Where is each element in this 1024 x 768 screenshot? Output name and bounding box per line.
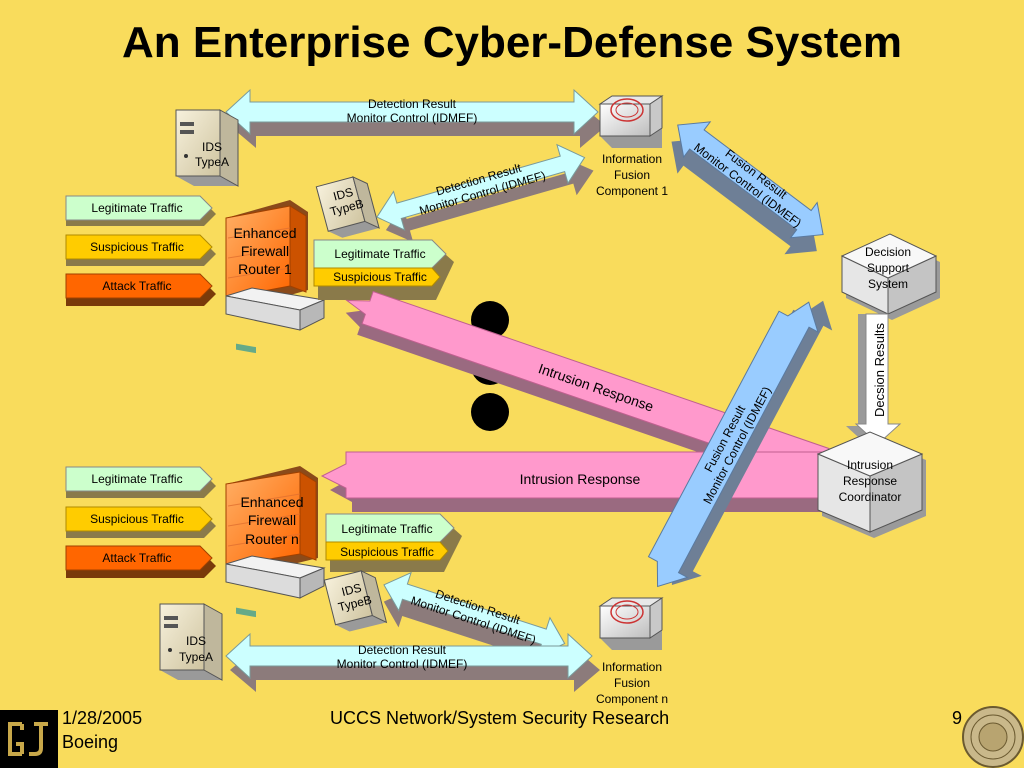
coordinator-label-1: Intrusion xyxy=(847,458,893,472)
seal-icon xyxy=(962,706,1024,768)
decision-label-3: System xyxy=(868,277,908,291)
traffic-out-suspicious-top: Suspicious Traffic xyxy=(313,267,441,287)
traffic-suspicious-top-label: Suspicious Traffic xyxy=(90,240,184,254)
traffic-out-suspicious-bottom-label: Suspicious Traffic xyxy=(340,545,434,559)
router-n-label-3: Router n xyxy=(245,531,299,547)
traffic-suspicious-bottom-label: Suspicious Traffic xyxy=(90,512,184,526)
detection-arrow-top-b: Detection Result Monitor Control (IDMEF) xyxy=(376,143,594,243)
traffic-in-top: Legitimate Traffic Suspicious Traffic At… xyxy=(65,195,216,306)
traffic-legit-top-label: Legitimate Traffic xyxy=(91,201,182,215)
intrusion-response-coordinator: Intrusion Response Coordinator xyxy=(816,431,926,538)
detection-arrow-top-a-line1: Detection Result xyxy=(368,97,457,111)
traffic-out-suspicious-bottom: Suspicious Traffic xyxy=(325,541,449,561)
traffic-attack-bottom-label: Attack Traffic xyxy=(102,551,171,565)
ids-typea-server-bottom: IDS TypeA xyxy=(159,603,223,681)
footer-center: UCCS Network/System Security Research xyxy=(330,708,670,728)
traffic-out-bottom: Legitimate Traffic Suspicious Traffic xyxy=(325,513,462,572)
router-1-label-3: Router 1 xyxy=(238,261,292,277)
ids-typea-bottom-label-2: TypeA xyxy=(179,650,213,664)
logo-icon xyxy=(0,710,58,768)
router-1-label-2: Firewall xyxy=(241,243,289,259)
ids-typea-bottom-label-1: IDS xyxy=(186,634,206,648)
ids-typeb-top-label-1: IDS xyxy=(332,185,355,204)
traffic-in-bottom: Legitimate Traffic Suspicious Traffic At… xyxy=(65,466,216,578)
coordinator-label-3: Coordinator xyxy=(839,490,902,504)
fusion-component-1: Information Fusion Component 1 xyxy=(596,95,668,198)
intrusion-response-arrow-2: Intrusion Response xyxy=(320,451,832,512)
decision-results-arrow: Decsion Results xyxy=(846,313,902,446)
fusion-component-n: Information Fusion Component n xyxy=(596,597,668,706)
traffic-out-legit-top: Legitimate Traffic xyxy=(313,239,447,269)
traffic-out-legit-top-label: Legitimate Traffic xyxy=(334,247,425,261)
traffic-legit-bottom: Legitimate Traffic xyxy=(65,466,216,498)
detection-arrow-top-a: Detection Result Monitor Control (IDMEF) xyxy=(225,88,606,148)
detection-arrow-top-a-line2: Monitor Control (IDMEF) xyxy=(347,111,478,125)
fusion-1-label-1: Information xyxy=(602,152,662,166)
traffic-attack-top-label: Attack Traffic xyxy=(102,279,171,293)
traffic-legit-bottom-label: Legitimate Traffic xyxy=(91,472,182,486)
firewall-icon xyxy=(227,227,291,279)
firewall-router-1: Enhanced Firewall Router 1 xyxy=(225,200,326,354)
footer-org: Boeing xyxy=(62,732,119,752)
router-icon xyxy=(225,287,326,354)
traffic-suspicious-bottom: Suspicious Traffic xyxy=(65,506,216,538)
decision-support-system: Decision Support System xyxy=(840,233,940,320)
fusion-n-label-2: Fusion xyxy=(614,676,650,690)
ids-typeb-top: IDS TypeB xyxy=(315,176,380,238)
traffic-legit-top: Legitimate Traffic xyxy=(65,195,216,226)
decision-results-label: Decsion Results xyxy=(872,323,887,417)
traffic-attack-bottom: Attack Traffic xyxy=(65,545,216,578)
page-title: An Enterprise Cyber-Defense System xyxy=(121,18,903,67)
detection-arrow-bottom-a-line1: Detection Result xyxy=(358,643,447,657)
ids-typea-top-label-1: IDS xyxy=(202,140,222,154)
traffic-out-suspicious-top-label: Suspicious Traffic xyxy=(333,270,427,284)
intrusion-response-2-label: Intrusion Response xyxy=(520,471,641,487)
fusion-n-label-3: Component n xyxy=(596,692,668,706)
footer-page: 9 xyxy=(952,708,963,728)
fusion-arrow-top-line2: Monitor Control (IDMEF) xyxy=(691,140,804,230)
firewall-icon xyxy=(227,493,301,547)
fusion-1-label-2: Fusion xyxy=(614,168,650,182)
traffic-out-legit-bottom-label: Legitimate Traffic xyxy=(341,522,432,536)
traffic-out-legit-bottom: Legitimate Traffic xyxy=(325,513,455,543)
coordinator-label-2: Response xyxy=(843,474,897,488)
router-icon xyxy=(225,555,326,618)
ids-typea-top-label-2: TypeA xyxy=(195,155,229,169)
traffic-out-top: Legitimate Traffic Suspicious Traffic xyxy=(313,239,454,300)
router-n-label-1: Enhanced xyxy=(240,494,303,510)
traffic-attack-top: Attack Traffic xyxy=(65,273,216,306)
ids-typeb-bottom: IDS TypeB xyxy=(323,569,388,632)
ids-typea-server-top: IDS TypeA xyxy=(175,109,239,187)
traffic-suspicious-top: Suspicious Traffic xyxy=(65,234,216,266)
decision-label-1: Decision xyxy=(865,245,911,259)
footer-date: 1/28/2005 xyxy=(62,708,143,728)
router-1-label-1: Enhanced xyxy=(233,225,296,241)
fusion-n-label-1: Information xyxy=(602,660,662,674)
detection-arrow-bottom-a-line2: Monitor Control (IDMEF) xyxy=(337,657,468,671)
fusion-1-label-3: Component 1 xyxy=(596,184,668,198)
decision-label-2: Support xyxy=(867,261,910,275)
detection-arrow-bottom-a: Detection Result Monitor Control (IDMEF) xyxy=(225,632,600,692)
firewall-router-n: Enhanced Firewall Router n xyxy=(225,466,326,618)
ids-typeb-bottom-label-1: IDS xyxy=(340,581,363,599)
router-n-label-2: Firewall xyxy=(248,512,296,528)
fusion-arrow-top: Fusion Result Monitor Control (IDMEF) xyxy=(671,121,824,255)
